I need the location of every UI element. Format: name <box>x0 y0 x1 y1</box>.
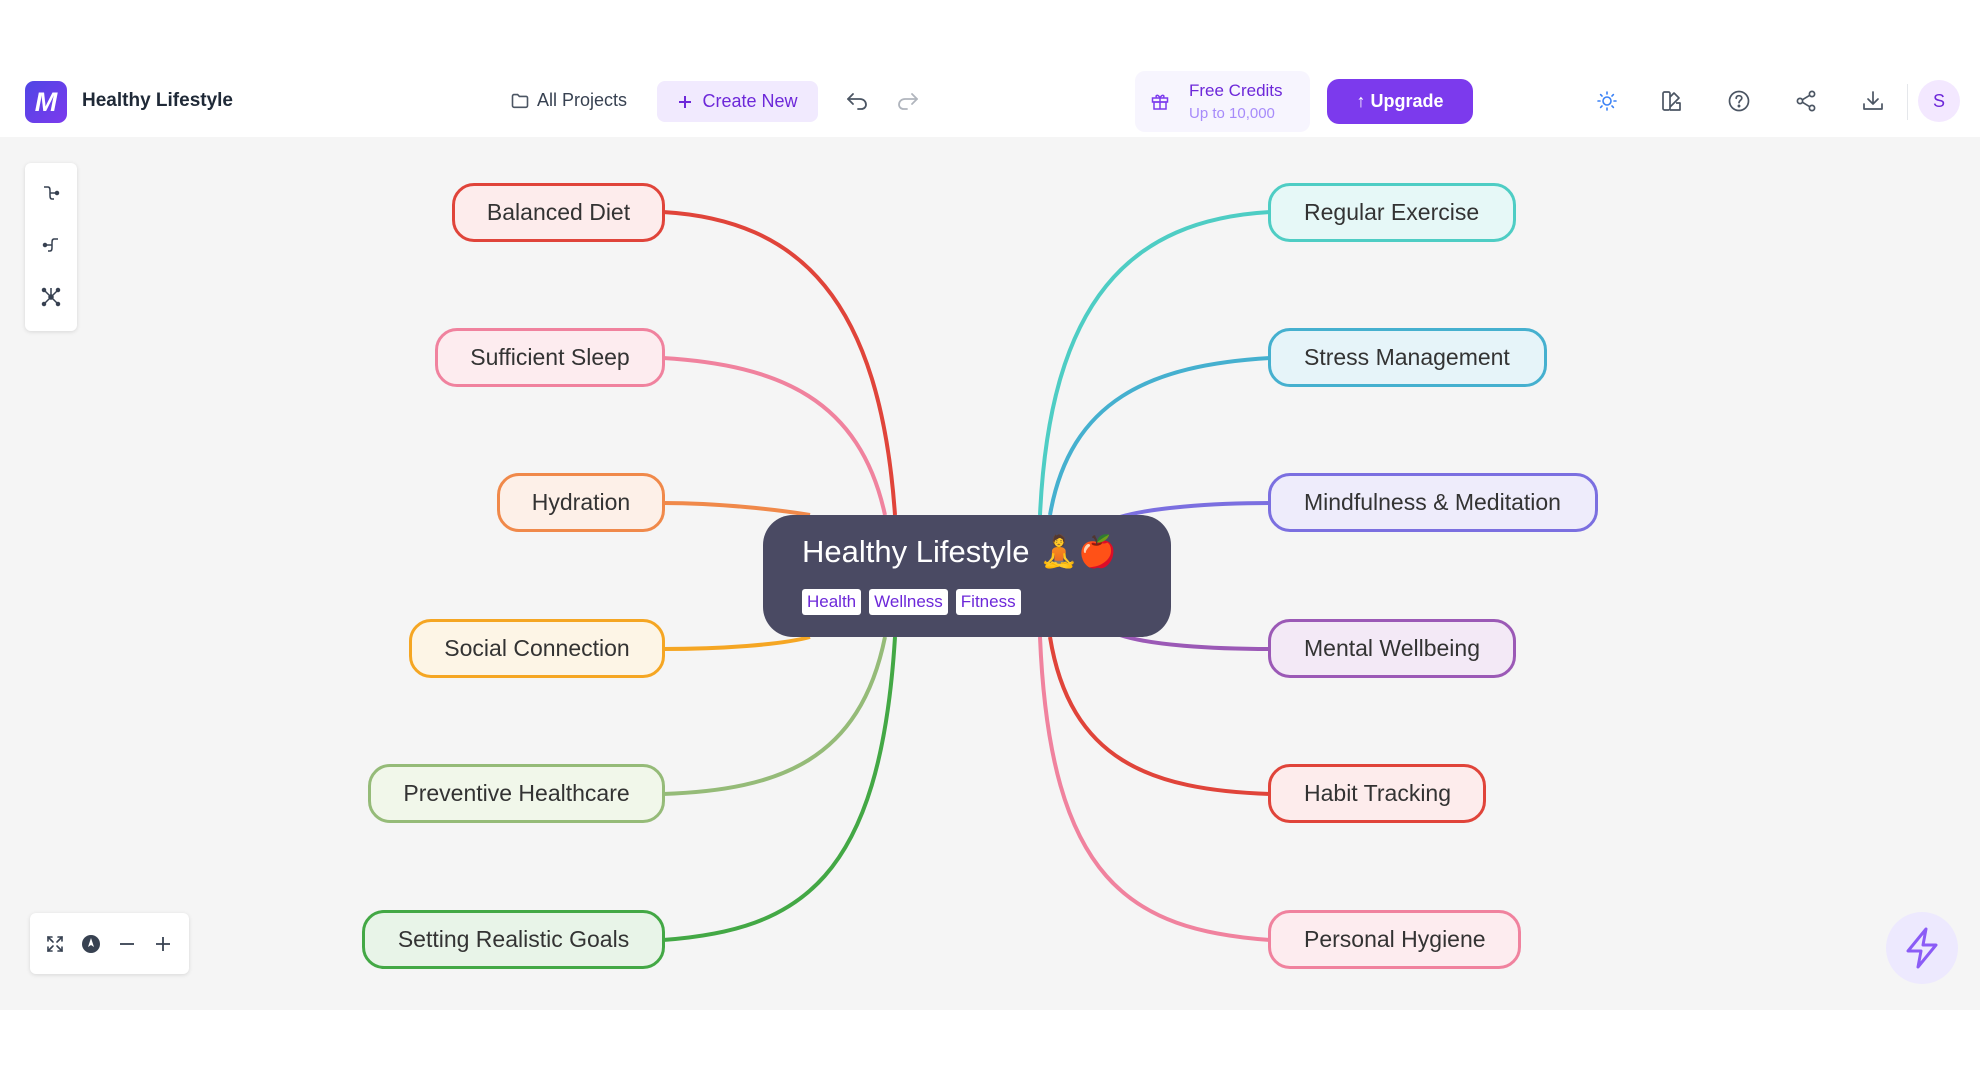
branch-node[interactable]: Mental Wellbeing <box>1268 619 1516 678</box>
avatar[interactable]: S <box>1918 80 1960 122</box>
redo-icon <box>898 93 918 110</box>
branch-label: Hydration <box>531 489 631 515</box>
layout-panel <box>25 163 77 331</box>
layout-left-button[interactable] <box>36 230 66 260</box>
branch-node[interactable]: Preventive Healthcare <box>368 764 665 823</box>
palette-icon <box>1662 91 1681 111</box>
help-button[interactable] <box>1722 84 1756 118</box>
branch-node[interactable]: Setting Realistic Goals <box>362 910 665 969</box>
branch-label: Personal Hygiene <box>1304 926 1486 952</box>
download-icon <box>1863 91 1883 110</box>
root-title: Healthy Lifestyle <box>802 533 1030 569</box>
undo-button[interactable] <box>840 84 874 118</box>
layout-right-button[interactable] <box>36 178 66 208</box>
branch-label: Habit Tracking <box>1304 780 1452 806</box>
all-projects-label: All Projects <box>537 90 628 110</box>
document-title[interactable]: Healthy Lifestyle <box>82 90 233 111</box>
ai-assistant-button[interactable] <box>1886 912 1958 984</box>
branch-label: Setting Realistic Goals <box>397 926 630 952</box>
branch-label: Mindfulness & Meditation <box>1304 489 1561 515</box>
branch-node[interactable]: Balanced Diet <box>452 183 665 242</box>
branch-node[interactable]: Habit Tracking <box>1268 764 1486 823</box>
fit-view-button[interactable] <box>40 929 70 959</box>
layout-radial-button[interactable] <box>36 282 66 312</box>
branch-node[interactable]: Social Connection <box>409 619 665 678</box>
branch-label: Regular Exercise <box>1304 199 1480 225</box>
plus-icon <box>156 937 170 951</box>
share-button[interactable] <box>1789 84 1823 118</box>
root-node[interactable]: Healthy Lifestyle 🧘🍎 Health Wellness Fit… <box>763 515 1171 637</box>
branch-node[interactable]: Hydration <box>497 473 665 532</box>
credits-title: Free Credits <box>1189 81 1283 100</box>
branch-node[interactable]: Regular Exercise <box>1268 183 1516 242</box>
root-emoji: 🧘🍎 <box>1039 534 1117 569</box>
top-toolbar: M Healthy Lifestyle All Projects Create … <box>0 0 1980 137</box>
fullscreen-icon <box>47 936 63 952</box>
folder-icon <box>511 93 529 108</box>
branch-label: Stress Management <box>1304 344 1510 370</box>
toolbar-divider <box>1907 84 1908 120</box>
layout-left-icon <box>42 238 58 252</box>
branch-label: Social Connection <box>444 635 630 661</box>
layout-radial-icon <box>41 287 61 307</box>
redo-button[interactable] <box>891 84 925 118</box>
share-icon <box>1796 90 1816 112</box>
help-icon <box>1728 90 1750 112</box>
all-projects-link[interactable]: All Projects <box>511 90 627 111</box>
branch-node[interactable]: Mindfulness & Meditation <box>1268 473 1598 532</box>
zoom-in-button[interactable] <box>148 929 178 959</box>
gift-icon <box>1151 94 1169 110</box>
root-tags: Health Wellness Fitness <box>802 589 1021 615</box>
center-view-button[interactable] <box>76 929 106 959</box>
zoom-out-button[interactable] <box>112 929 142 959</box>
app-logo[interactable]: M <box>25 81 67 123</box>
branch-label: Sufficient Sleep <box>470 344 630 370</box>
download-button[interactable] <box>1856 84 1890 118</box>
branch-label: Preventive Healthcare <box>403 780 630 806</box>
lightning-icon <box>1906 927 1938 969</box>
branch-label: Mental Wellbeing <box>1304 635 1481 661</box>
undo-icon <box>847 93 867 110</box>
style-panel-button[interactable] <box>1655 84 1689 118</box>
root-title-row: Healthy Lifestyle 🧘🍎 <box>802 533 1117 570</box>
branch-label: Balanced Diet <box>486 199 631 225</box>
tag-fitness[interactable]: Fitness <box>955 589 1021 615</box>
branch-node[interactable]: Sufficient Sleep <box>435 328 665 387</box>
credits-subtitle: Up to 10,000 <box>1189 105 1275 122</box>
branch-node[interactable]: Stress Management <box>1268 328 1547 387</box>
sun-icon <box>1597 91 1617 111</box>
tag-wellness[interactable]: Wellness <box>869 589 948 615</box>
minus-icon <box>120 943 134 945</box>
create-new-button[interactable]: Create New <box>657 81 818 122</box>
branch-node[interactable]: Personal Hygiene <box>1268 910 1521 969</box>
plus-icon <box>679 95 692 108</box>
tag-health[interactable]: Health <box>802 589 862 615</box>
create-new-label: Create New <box>702 91 798 111</box>
theme-toggle-button[interactable] <box>1590 84 1624 118</box>
layout-right-icon <box>44 186 60 200</box>
upgrade-button[interactable]: ↑ Upgrade <box>1327 79 1473 124</box>
free-credits-button[interactable]: Free Credits Up to 10,000 <box>1135 71 1310 132</box>
locate-icon <box>82 935 100 953</box>
zoom-controls <box>30 913 189 974</box>
